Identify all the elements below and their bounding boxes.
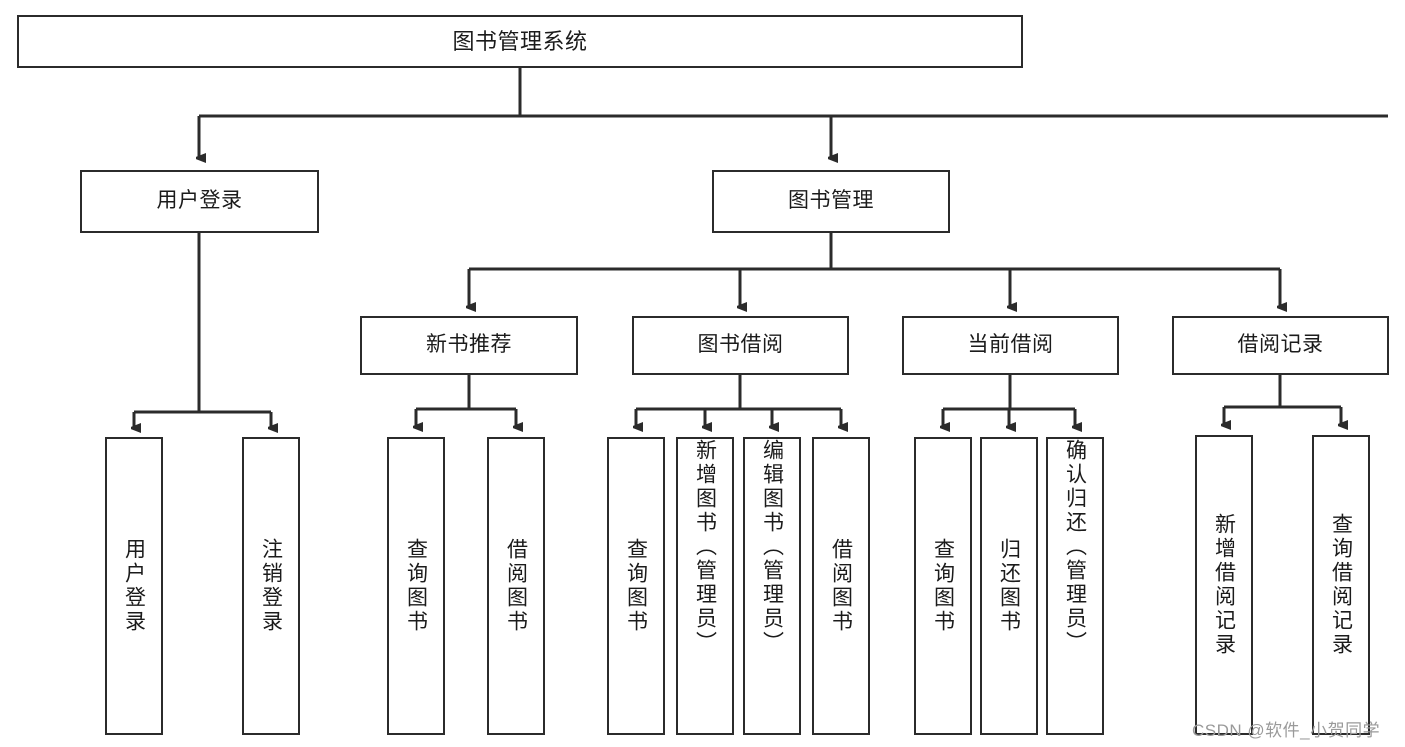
node-label: 查询图书 (624, 538, 648, 634)
node-label: 查询图书 (931, 538, 955, 634)
node-label: 图书借阅 (697, 333, 784, 357)
node-leaf-query-book-1[interactable]: 查询图书 (387, 437, 445, 735)
node-new-book-recommend[interactable]: 新书推荐 (360, 316, 578, 375)
node-label: 确认归还（管理员） (1063, 439, 1087, 655)
node-label: 借阅记录 (1237, 333, 1324, 357)
node-label: 借阅图书 (504, 538, 528, 634)
node-label: 图书管理系统 (452, 28, 588, 54)
node-leaf-confirm-return[interactable]: 确认归还（管理员） (1046, 437, 1104, 735)
node-label: 查询图书 (404, 538, 428, 634)
node-leaf-query-book-2[interactable]: 查询图书 (607, 437, 665, 735)
node-leaf-user-login[interactable]: 用户登录 (105, 437, 163, 735)
node-borrow-record[interactable]: 借阅记录 (1172, 316, 1389, 375)
node-leaf-return-book[interactable]: 归还图书 (980, 437, 1038, 735)
node-leaf-add-record[interactable]: 新增借阅记录 (1195, 435, 1253, 735)
node-label: 图书管理 (788, 189, 874, 213)
node-leaf-logout-login[interactable]: 注销登录 (242, 437, 300, 735)
node-label: 用户登录 (156, 189, 243, 213)
node-label: 编辑图书（管理员） (760, 439, 784, 655)
node-leaf-query-record[interactable]: 查询借阅记录 (1312, 435, 1370, 735)
node-label: 借阅图书 (829, 538, 853, 634)
node-label: 当前借阅 (967, 333, 1054, 357)
node-book-borrow[interactable]: 图书借阅 (632, 316, 849, 375)
node-leaf-borrow-book-1[interactable]: 借阅图书 (487, 437, 545, 735)
node-label: 查询借阅记录 (1329, 513, 1353, 657)
node-user-login[interactable]: 用户登录 (80, 170, 319, 233)
node-current-borrow[interactable]: 当前借阅 (902, 316, 1119, 375)
node-label: 注销登录 (259, 538, 283, 634)
node-label: 新书推荐 (426, 333, 512, 357)
node-root-system[interactable]: 图书管理系统 (17, 15, 1023, 68)
node-label: 新增借阅记录 (1212, 513, 1236, 657)
node-leaf-query-book-3[interactable]: 查询图书 (914, 437, 972, 735)
node-leaf-edit-book[interactable]: 编辑图书（管理员） (743, 437, 801, 735)
node-book-management[interactable]: 图书管理 (712, 170, 950, 233)
node-label: 归还图书 (997, 538, 1021, 634)
node-label: 用户登录 (122, 538, 146, 634)
node-leaf-add-book[interactable]: 新增图书（管理员） (676, 437, 734, 735)
csdn-watermark: CSDN @软件_小贺同学 (1192, 721, 1381, 740)
node-leaf-borrow-book-2[interactable]: 借阅图书 (812, 437, 870, 735)
node-label: 新增图书（管理员） (693, 439, 717, 655)
